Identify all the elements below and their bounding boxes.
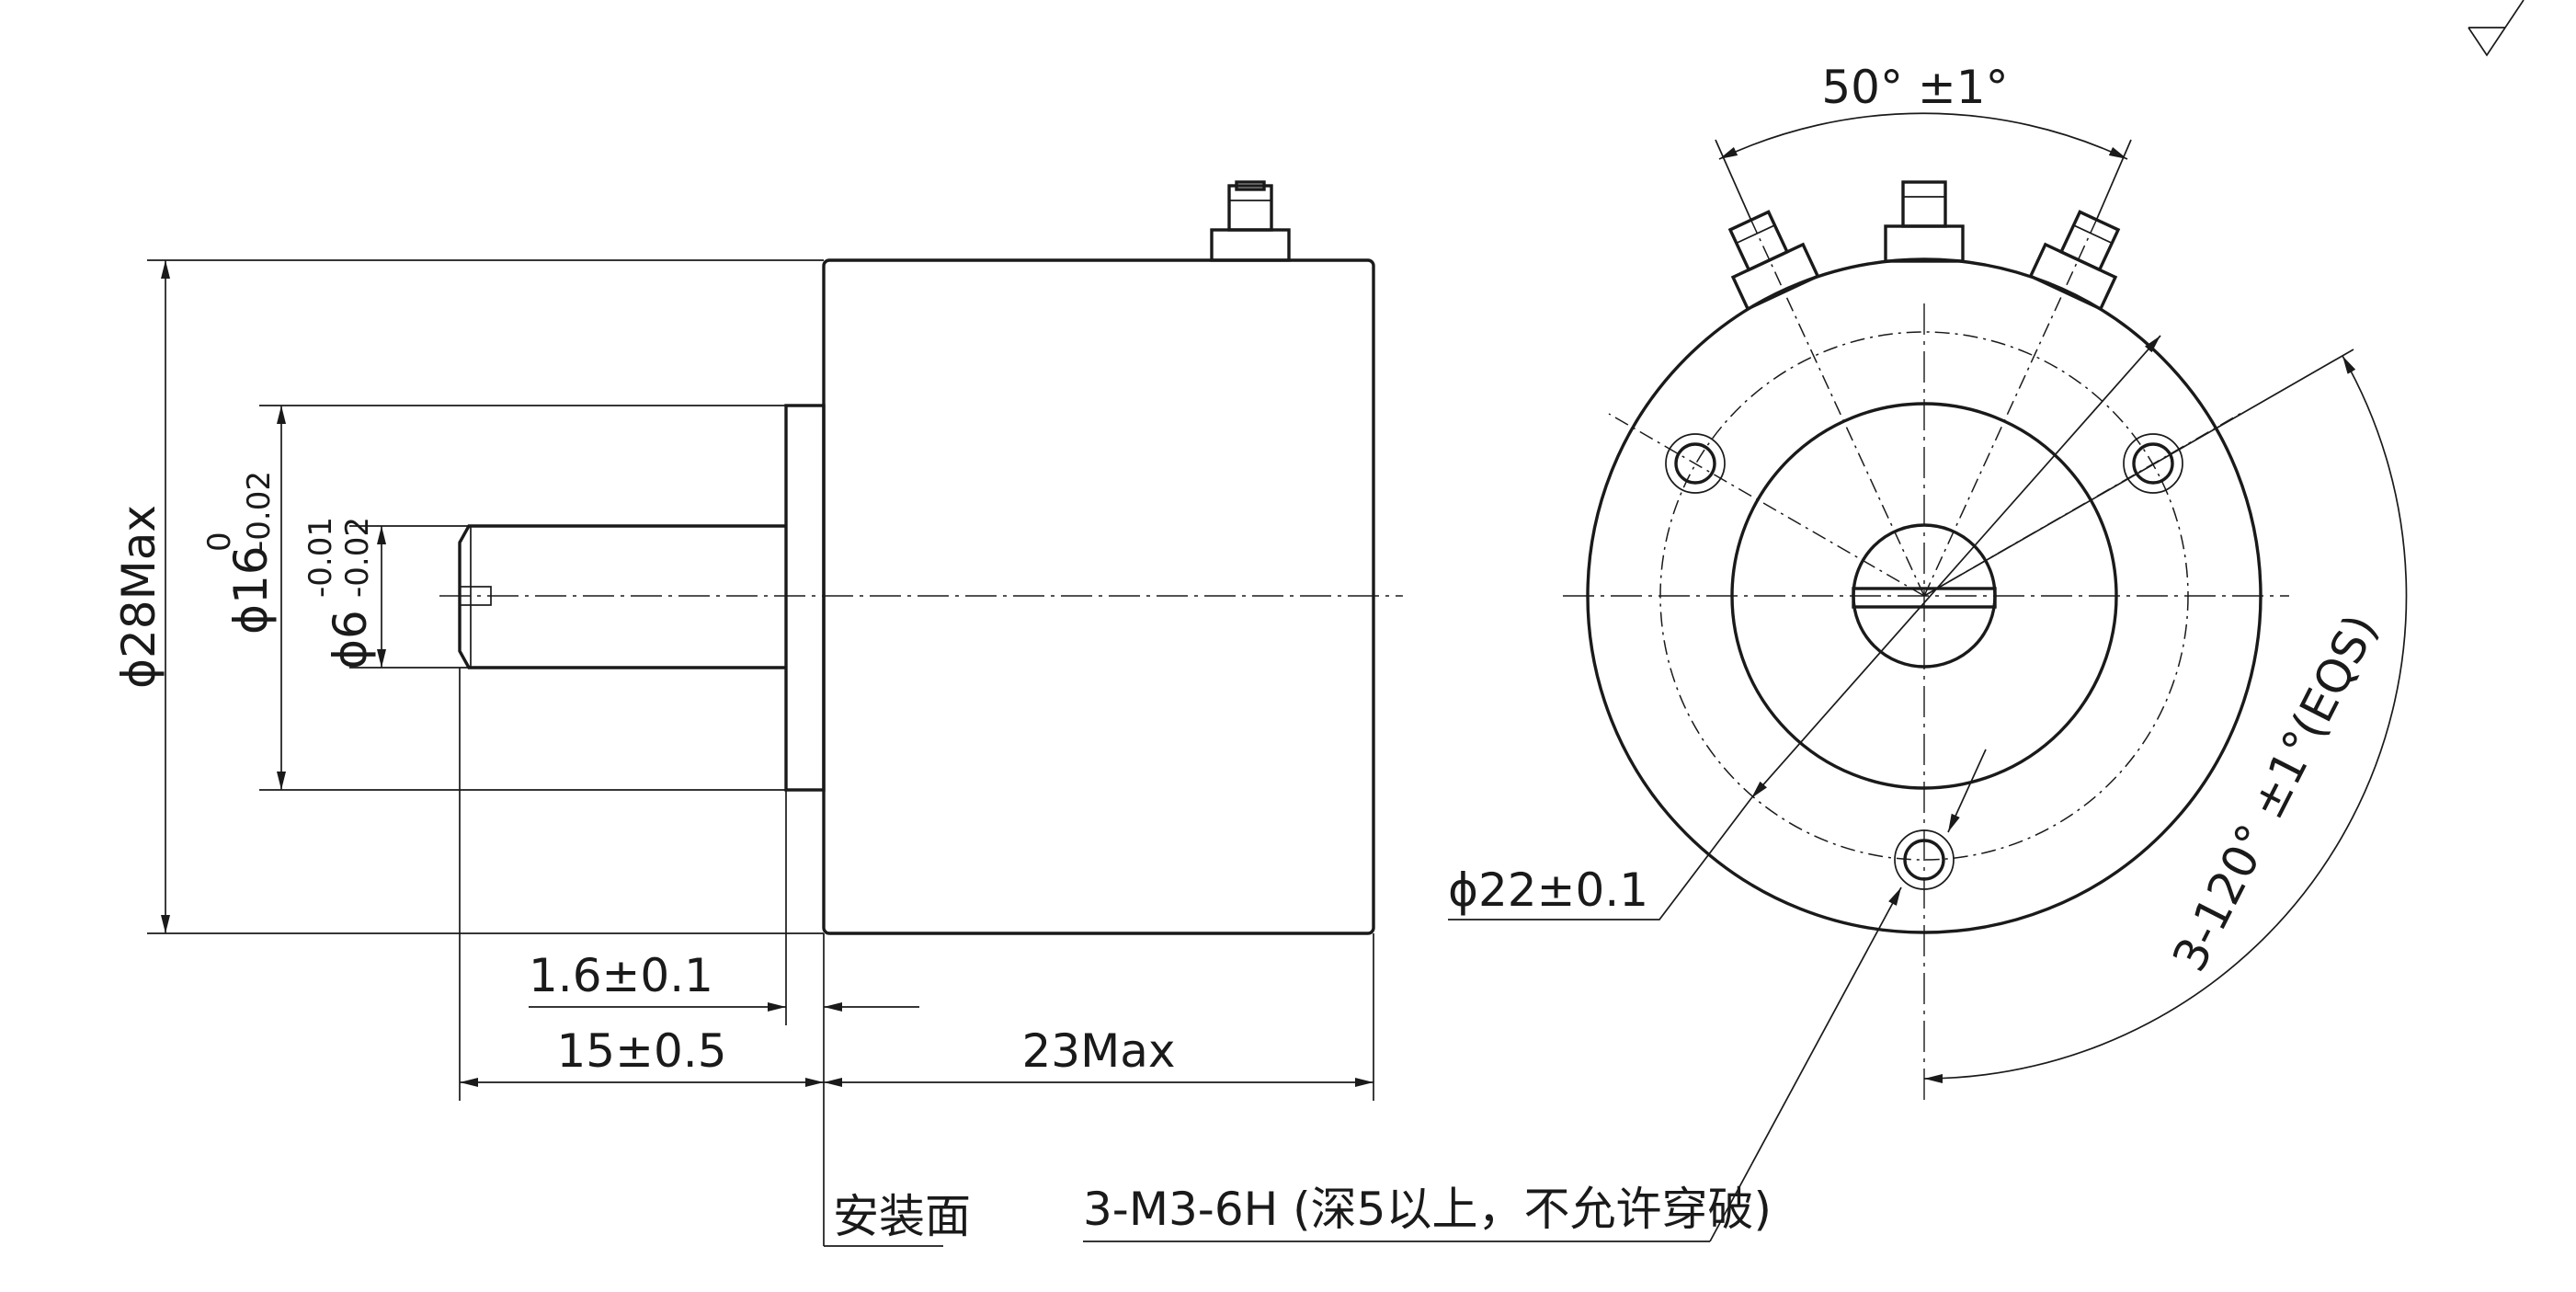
- dim-arc-terminal-angle: [1718, 112, 2128, 160]
- side-terminal-tip: [1235, 180, 1266, 191]
- dim-shaft-length: 15±0.5: [556, 1024, 726, 1078]
- shaft: [458, 524, 786, 669]
- dim-shaft-tol-upper: -0.01: [302, 517, 339, 598]
- flange: [784, 404, 826, 792]
- side-terminal-pin: [1227, 184, 1273, 232]
- dim-body-diameter: ϕ28Max: [112, 505, 165, 689]
- front-terminal-center: [1884, 180, 1965, 263]
- motor-body: [822, 258, 1375, 935]
- front-view: 50° ±1° 3-120° ±1°(EQS) ϕ22±0.1 3-M3-6H …: [1083, 61, 2408, 1242]
- dim-flange-tol-lower: -0.02: [241, 471, 278, 552]
- dim-flange-tol-upper: 0: [201, 532, 238, 552]
- dim-flange-thickness: 1.6±0.1: [529, 949, 713, 1002]
- dim-terminal-angle: 50° ±1°: [1821, 61, 2008, 114]
- dim-arc-hole-pattern: [1923, 355, 2408, 1083]
- dim-shaft-tol-lower: -0.02: [339, 517, 376, 598]
- side-terminal-base: [1210, 228, 1291, 262]
- mounting-face-label: 安装面: [833, 1190, 971, 1243]
- dim-shaft-diameter: ϕ6: [324, 610, 377, 669]
- front-terminal-right: [2028, 210, 2121, 312]
- surface-finish-symbol: [2468, 0, 2525, 57]
- dim-bolt-circle: ϕ22±0.1: [1448, 863, 1648, 917]
- dim-flange-diameter: ϕ16: [224, 545, 278, 635]
- mounting-hole-left: [1665, 433, 1726, 494]
- side-view: ϕ28Max ϕ16 0 -0.02 ϕ6 -0.01 -0.02 1.6±0.…: [112, 180, 1403, 1247]
- shaft-slot: [459, 586, 492, 606]
- dim-body-length: 23Max: [1022, 1024, 1176, 1078]
- front-terminal-left: [1727, 210, 1820, 312]
- thread-spec-note: 3-M3-6H (深5以上，不允许穿破): [1083, 1183, 1772, 1236]
